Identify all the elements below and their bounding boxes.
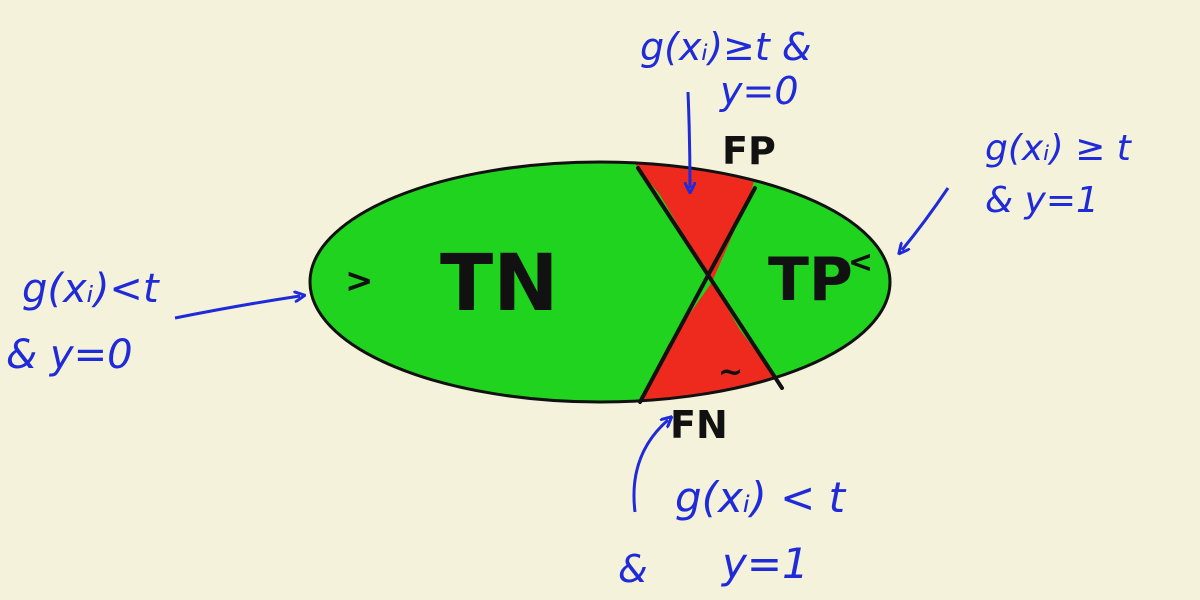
annotation-top-line2: y=0 <box>719 69 799 113</box>
fp-label: FP <box>722 129 776 173</box>
annotation-bottom-amp: & <box>618 547 648 591</box>
tp-label: TP <box>768 245 853 315</box>
fn-region <box>640 282 785 400</box>
arrow-bottom <box>632 420 668 513</box>
ellipse-outline <box>308 160 892 404</box>
tn-label: TN <box>440 239 559 329</box>
annotation-top-line1: g(xᵢ)≥t & <box>640 25 812 69</box>
annotation-bottom-line2: y=1 <box>720 539 809 588</box>
annotation-right-line1: g(xᵢ) ≥ t <box>985 128 1133 169</box>
fp-region <box>632 162 760 282</box>
arrow-left <box>174 296 300 320</box>
annotation-right-line2: & y=1 <box>985 180 1099 221</box>
fn-tick-mark: ~ <box>718 355 743 390</box>
boundary-line-2 <box>638 186 757 404</box>
fn-label: FN <box>670 403 728 447</box>
tp-tick-mark: < <box>848 245 873 280</box>
annotation-bottom-line1: g(xᵢ) < t <box>675 473 847 522</box>
arrow-top <box>688 91 690 188</box>
annotation-left-line2: & y=0 <box>6 332 133 378</box>
arrow-right <box>902 187 950 250</box>
annotation-left-line1: g(xᵢ)<t <box>22 266 160 312</box>
tn-tick-mark: > <box>345 261 374 301</box>
boundary-line-1 <box>636 166 784 390</box>
